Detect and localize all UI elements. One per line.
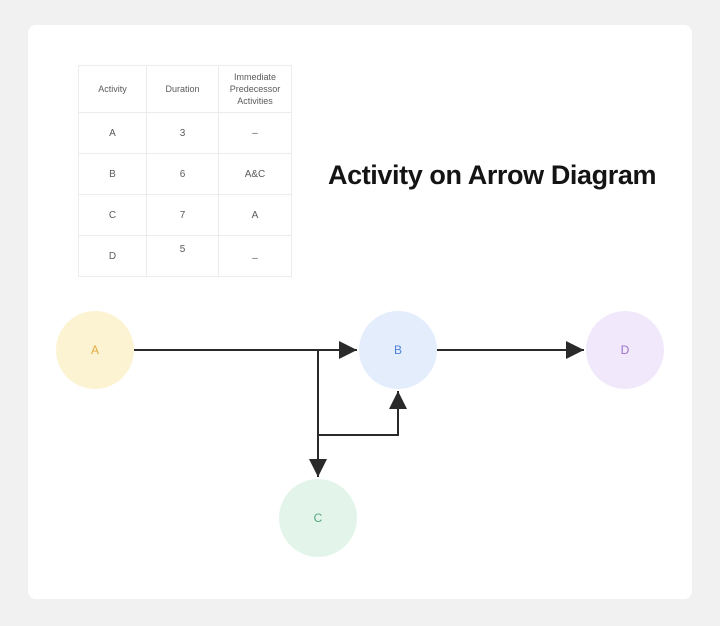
edge-c-to-b — [318, 391, 407, 436]
table-cell-duration-c: 7 — [147, 195, 219, 236]
diagram-node-a[interactable]: A — [56, 311, 134, 389]
canvas-card: Activity Duration Immediate Predecessor … — [28, 25, 692, 599]
table-cell-predecessors-a: – — [219, 113, 292, 154]
table-cell-activity-d: D — [79, 236, 147, 277]
diagram-node-b[interactable]: B — [359, 311, 437, 389]
table-cell-activity-b: B — [79, 154, 147, 195]
node-b-label: B — [393, 343, 402, 357]
table-cell-activity-c: C — [79, 195, 147, 236]
diagram-node-d[interactable]: D — [586, 311, 664, 389]
node-a-label: A — [90, 343, 99, 357]
table-cell-duration-a: 3 — [147, 113, 219, 154]
table-cell-predecessors-d: – — [219, 236, 292, 277]
table-cell-duration-d: 5 — [147, 236, 219, 277]
node-c-label: C — [313, 511, 323, 525]
activity-table: Activity Duration Immediate Predecessor … — [78, 65, 292, 277]
page-title: Activity on Arrow Diagram — [328, 160, 657, 190]
table-cell-activity-a: A — [79, 113, 147, 154]
table-cell-predecessors-b: A&C — [219, 154, 292, 195]
table-cell-duration-b: 6 — [147, 154, 219, 195]
table-header-duration: Duration — [147, 66, 219, 113]
node-d-label: D — [620, 343, 630, 357]
table-cell-predecessors-c: A — [219, 195, 292, 236]
diagram-node-c[interactable]: C — [279, 479, 357, 557]
table-header-predecessors: Immediate Predecessor Activities — [219, 66, 292, 113]
table-header-activity: Activity — [79, 66, 147, 113]
